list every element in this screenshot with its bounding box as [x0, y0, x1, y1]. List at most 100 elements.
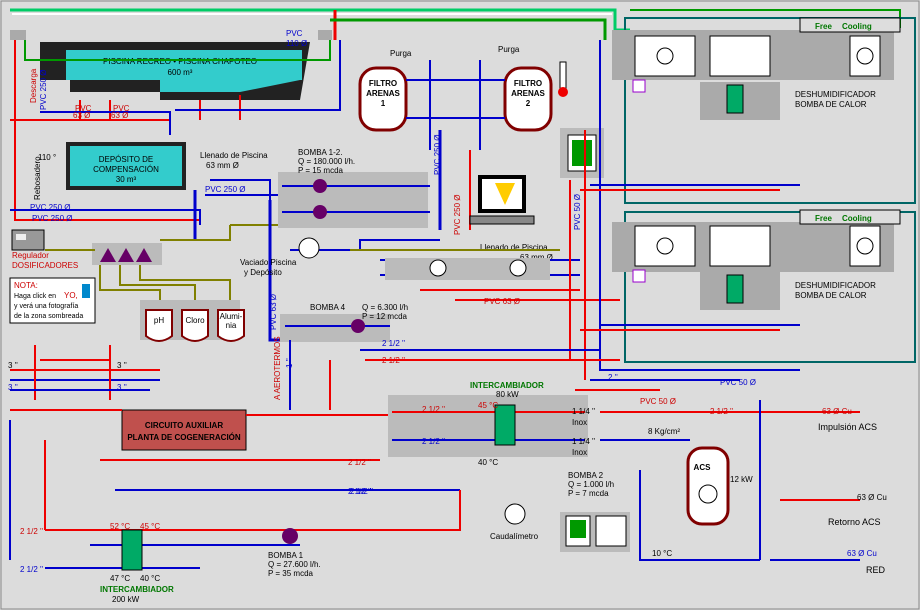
llenado-tank: Llenado de Piscina — [200, 151, 268, 160]
exch-top-114a: 1 1/4 '' — [572, 407, 596, 416]
dosing-pumps[interactable] — [92, 243, 162, 265]
flowmeter-2[interactable]: Caudalímetro — [490, 503, 539, 541]
filter-2[interactable]: FILTRO ARENAS 2 Purga — [498, 45, 553, 132]
alumina-label2: nia — [226, 321, 237, 330]
dehum1-free: Free — [815, 22, 832, 31]
pvc250-left2: PVC 250 Ø — [32, 214, 72, 223]
note-line2: y verá una fotografía — [14, 303, 78, 310]
exchanger-top[interactable]: INTERCAMBIADOR 80 kW 45 °C 40 °C 2 1/2 '… — [388, 381, 596, 467]
pvc63-a: PVC — [75, 104, 92, 113]
pvc63-mid: PVC 63 Ø — [484, 297, 520, 306]
pvc250-vertical: PVC 250 Ø — [39, 70, 48, 110]
acs-cu-mid: 63 Ø Cu — [857, 493, 887, 502]
exch-top-s212a: 2 1/2 '' — [422, 405, 446, 414]
llenado-pool-size: 63 mm Ø — [520, 253, 553, 262]
pool-pipes — [10, 40, 341, 270]
s212-a: 2 1/2 '' — [382, 339, 406, 348]
pump-b4-line[interactable] — [385, 258, 550, 280]
caudalimetro-label: Caudalímetro — [490, 532, 539, 541]
pool[interactable]: PISCINA RECREO • PISCINA CHAPOTEO 600 m³ — [10, 30, 332, 100]
s212-bot-c: 2 1/2 '' — [350, 487, 374, 496]
note-title: NOTA: — [14, 281, 38, 290]
filter2-num: 2 — [526, 99, 531, 108]
acs-red: RED — [866, 565, 886, 575]
manifold-3in — [10, 345, 160, 400]
pump-b1[interactable]: BOMBA 1 Q = 27.600 l/h. P = 35 mcda — [268, 528, 321, 578]
filter-1[interactable]: FILTRO ARENAS 1 Purga — [358, 49, 412, 132]
dehum2-l1: DESHUMIDIFICADOR — [795, 281, 876, 290]
exchanger-bottom[interactable]: INTERCAMBIADOR 200 kW 52 °C 45 °C 47 °C … — [100, 522, 174, 604]
b12-q: Q = 180.000 l/h. — [298, 157, 355, 166]
cloro-label: Cloro — [185, 316, 205, 325]
exch-bot-name: INTERCAMBIADOR — [100, 585, 174, 594]
dosing-label1: Regulador — [12, 251, 49, 260]
acs-tank[interactable]: ACS 12 kW — [686, 446, 753, 526]
vaciado-label2: y Depósito — [244, 268, 282, 277]
s1-a: 1 '' — [285, 358, 294, 368]
pvc50-h: PVC 50 Ø — [720, 378, 756, 387]
alumina-label: Alumi- — [220, 312, 243, 321]
exch-top-114b: 1 1/4 '' — [572, 437, 596, 446]
cogen-piping — [9, 340, 620, 560]
filter1-l2: ARENAS — [366, 89, 400, 98]
exch-bot-t1: 52 °C — [110, 522, 130, 531]
descarga-label: Descarga — [29, 68, 38, 103]
control-panel-top[interactable] — [560, 128, 604, 178]
exch-top-power: 80 kW — [496, 390, 519, 399]
pump-b12-area[interactable]: BOMBA 1-2. Q = 180.000 l/h. P = 15 mcda — [278, 148, 430, 228]
pvc50-vert: PVC 50 Ø — [573, 194, 582, 230]
cogen-box[interactable]: CIRCUITO AUXILIAR PLANTA DE COGENERACIÓN — [121, 409, 247, 451]
note-yo: YO, — [64, 291, 78, 300]
pvc63-a-size: 63 Ø — [73, 111, 90, 120]
pvc250-filter2: PVC 250 Ø — [453, 195, 462, 235]
dehumidifier-2[interactable]: Free Cooling DESHUMIDIFICADOR BOMBA DE C… — [612, 209, 916, 363]
dosing-regulator[interactable]: Regulador DOSIFICADORES — [11, 229, 78, 270]
llenado-tank-size: 63 mm Ø — [206, 161, 239, 170]
s212-c: 2 1/2 '' — [348, 458, 372, 467]
pvc250-left: PVC 250 Ø — [30, 203, 70, 212]
chemical-tanks[interactable]: pH Cloro Alumi- nia — [140, 300, 245, 342]
dehum1-l2: BOMBA DE CALOR — [795, 100, 867, 109]
b1-name: BOMBA 1 — [268, 551, 304, 560]
dehumidifier-1[interactable]: Free Cooling DESHUMIDIFICADOR BOMBA DE C… — [612, 17, 916, 204]
pool-title: PISCINA RECREO • PISCINA CHAPOTEO — [103, 57, 257, 66]
b4-q: Q = 6.300 l/h — [362, 303, 408, 312]
pvc63-b4: PVC 63 Ø — [269, 294, 278, 330]
exch-top-inox: Inox — [572, 418, 587, 427]
s212-d: 2 1/2 '' — [348, 487, 372, 496]
pvc110-size: 110 Ø — [286, 39, 307, 48]
exch-top-s212b: 2 1/2 '' — [422, 437, 446, 446]
filter1-num: 1 — [381, 99, 386, 108]
s2-a: 2 '' — [608, 373, 618, 382]
t110-label: 110 ° — [38, 153, 56, 162]
pvc110-label: PVC — [286, 29, 303, 38]
note-line1: Haga click en — [14, 293, 56, 300]
exch-top-tcold: 40 °C — [478, 458, 498, 467]
acs-impulsion: Impulsión ACS — [818, 422, 877, 432]
b4-p: P = 12 mcda — [362, 312, 408, 321]
dehum2-free: Free — [815, 214, 832, 223]
photo-note[interactable]: NOTA: Haga click en YO, y verá una fotog… — [9, 277, 96, 324]
s3-d: 3 '' — [117, 383, 127, 392]
dehum2-cooling: Cooling — [842, 214, 872, 223]
ph-label: pH — [154, 316, 164, 325]
compensation-tank[interactable]: DEPÓSITO DE COMPENSACIÓN 30 m³ — [66, 142, 186, 190]
acs-retorno: Retorno ACS — [828, 517, 881, 527]
pump-b4[interactable]: BOMBA 4 Q = 6.300 l/h P = 12 mcda — [280, 303, 408, 342]
control-computer[interactable]: Llenado de Piscina 63 mm Ø — [469, 175, 553, 262]
vaciado-label: Vaciado Piscina — [240, 258, 297, 267]
exch-top-thot: 45 °C — [478, 401, 498, 410]
pvc250-mid: PVC 250 Ø — [205, 185, 245, 194]
cogen-line2: PLANTA DE COGENERACIÓN — [127, 433, 241, 442]
flow-meter-1 — [298, 237, 320, 259]
pump-b2[interactable]: BOMBA 2 Q = 1.000 l/h P = 7 mcda — [560, 471, 630, 552]
acs-kw: 12 kW — [730, 475, 753, 484]
acs-cu-bot: 63 Ø Cu — [847, 549, 877, 558]
pvc50-h2: PVC 50 Ø — [640, 397, 676, 406]
exch-bot-power: 200 kW — [112, 595, 140, 604]
b2-p: P = 7 mcda — [568, 489, 609, 498]
s3-a: 3 '' — [8, 361, 18, 370]
b1-p: P = 35 mcda — [268, 569, 314, 578]
